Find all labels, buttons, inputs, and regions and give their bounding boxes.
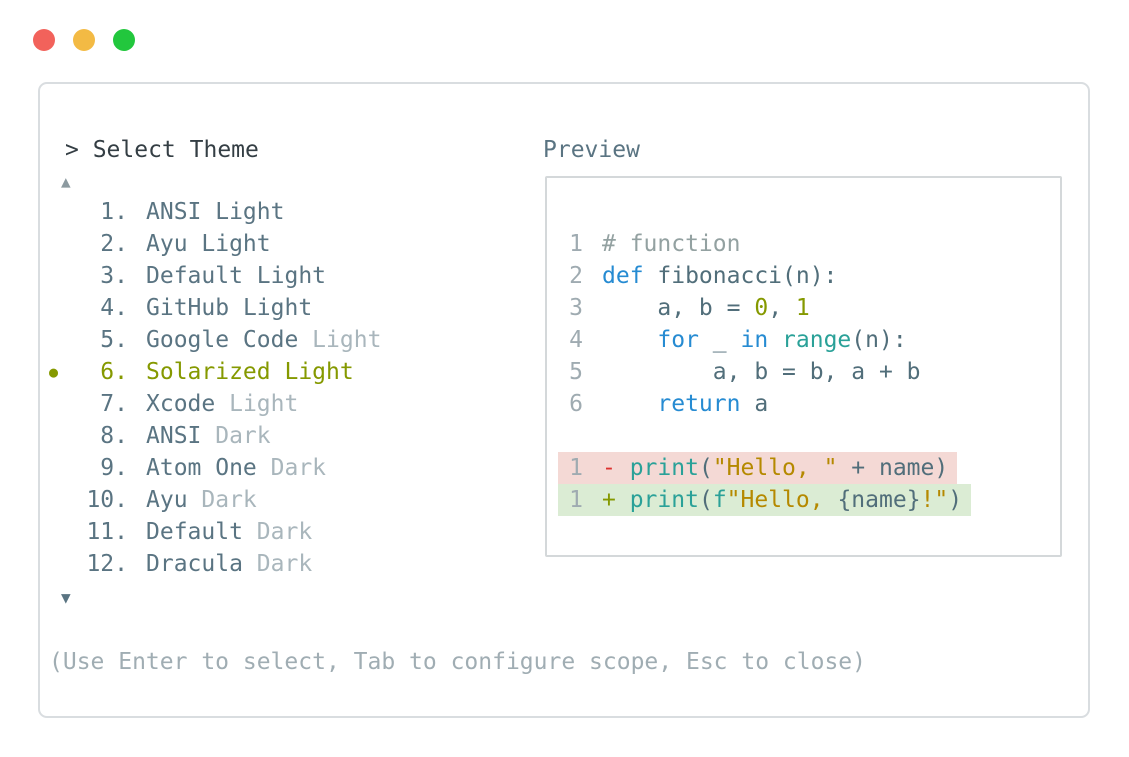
theme-number: 3. xyxy=(100,263,128,289)
app-window: > Select Theme ▲ 1. ANSI Light 2. Ayu Light… xyxy=(0,0,1129,718)
diff-line-removed: 1 - print("Hello, " + name) xyxy=(558,452,1060,484)
theme-name: Ayu Light xyxy=(146,231,271,257)
scroll-up-icon[interactable]: ▲ xyxy=(61,172,71,191)
code-line: 3 a, b = 0, 1 xyxy=(569,292,1060,324)
code-tokens: for _ in range(n): xyxy=(657,327,907,353)
theme-list-item[interactable]: 4. GitHub Light xyxy=(49,292,541,324)
code-line xyxy=(569,420,1060,452)
line-number: 5 xyxy=(569,359,583,385)
code-tokens: def fibonacci(n): xyxy=(602,263,838,289)
picker-title: > Select Theme xyxy=(65,137,259,163)
theme-name: Solarized Light xyxy=(146,359,354,385)
diff-highlight: 1 - print("Hello, " + name) xyxy=(558,452,958,484)
theme-list: 1. ANSI Light 2. Ayu Light 3. Default Light 4.… xyxy=(49,196,541,580)
line-number: 1 xyxy=(569,487,583,513)
close-button[interactable] xyxy=(33,29,55,51)
diff-line-added: 1 + print(f"Hello, {name}!") xyxy=(558,484,1060,516)
code-tokens: # function xyxy=(602,231,741,257)
code-line: 4 for _ in range(n): xyxy=(569,324,1060,356)
theme-number: 5. xyxy=(100,327,128,353)
line-number: 1 xyxy=(569,231,583,257)
theme-name: ANSI Light xyxy=(146,199,285,225)
theme-list-item[interactable]: 2. Ayu Light xyxy=(49,228,541,260)
theme-number: 8. xyxy=(100,423,128,449)
theme-list-column: > Select Theme ▲ 1. ANSI Light 2. Ayu Light… xyxy=(49,136,541,612)
code-preview: 1 # function 2 def fibonacci(n): 3 a, b = 0,… xyxy=(558,228,1060,516)
theme-name: Dracula Dark xyxy=(146,551,313,577)
theme-list-item[interactable]: 1. ANSI Light xyxy=(49,196,541,228)
diff-highlight: 1 + print(f"Hello, {name}!") xyxy=(558,484,972,516)
preview-label: Preview xyxy=(543,137,640,163)
theme-number: 4. xyxy=(100,295,128,321)
theme-number: 12. xyxy=(86,551,128,577)
line-number: 4 xyxy=(569,327,583,353)
code-line: 2 def fibonacci(n): xyxy=(569,260,1060,292)
line-number: 6 xyxy=(569,391,583,417)
code-tokens: a, b = 0, 1 xyxy=(602,295,810,321)
theme-list-item[interactable]: 9. Atom One Dark xyxy=(49,452,541,484)
theme-name: Default Light xyxy=(146,263,327,289)
theme-number: 7. xyxy=(100,391,128,417)
theme-number: 9. xyxy=(100,455,128,481)
code-line: 5 a, b = b, a + b xyxy=(569,356,1060,388)
theme-list-item[interactable]: 3. Default Light xyxy=(49,260,541,292)
theme-list-item[interactable]: 12. Dracula Dark xyxy=(49,548,541,580)
window-controls xyxy=(0,0,1129,51)
theme-number: 11. xyxy=(86,519,128,545)
theme-number: 1. xyxy=(100,199,128,225)
help-text: (Use Enter to select, Tab to configure s… xyxy=(49,649,866,675)
code-line: 1 # function xyxy=(569,228,1060,260)
minimize-button[interactable] xyxy=(73,29,95,51)
line-number: 1 xyxy=(569,455,583,481)
code-tokens: a, b = b, a + b xyxy=(602,359,921,385)
theme-list-item[interactable]: 7. Xcode Light xyxy=(49,388,541,420)
line-number: 2 xyxy=(569,263,583,289)
theme-name: Ayu Dark xyxy=(146,487,257,513)
picker-body: > Select Theme ▲ 1. ANSI Light 2. Ayu Light… xyxy=(49,136,1070,612)
line-number: 3 xyxy=(569,295,583,321)
scroll-down-icon[interactable]: ▼ xyxy=(61,588,71,607)
theme-name: Default Dark xyxy=(146,519,313,545)
theme-number: 6. xyxy=(100,359,128,385)
theme-number: 10. xyxy=(86,487,128,513)
theme-name: Google Code Light xyxy=(146,327,382,353)
theme-list-item[interactable]: ● 6. Solarized Light xyxy=(49,356,541,388)
theme-picker-panel: > Select Theme ▲ 1. ANSI Light 2. Ayu Light… xyxy=(38,82,1090,718)
theme-name: GitHub Light xyxy=(146,295,313,321)
theme-name: Atom One Dark xyxy=(146,455,327,481)
theme-name: ANSI Dark xyxy=(146,423,271,449)
theme-list-item[interactable]: 11. Default Dark xyxy=(49,516,541,548)
preview-box: 1 # function 2 def fibonacci(n): 3 a, b = 0,… xyxy=(545,176,1062,557)
maximize-button[interactable] xyxy=(113,29,135,51)
code-line: 6 return a xyxy=(569,388,1060,420)
code-tokens: return a xyxy=(657,391,769,417)
selected-bullet-icon: ● xyxy=(49,363,59,381)
theme-list-item[interactable]: 10. Ayu Dark xyxy=(49,484,541,516)
theme-list-item[interactable]: 5. Google Code Light xyxy=(49,324,541,356)
code-tokens: + print(f"Hello, {name}!") xyxy=(602,487,963,513)
theme-number: 2. xyxy=(100,231,128,257)
theme-name: Xcode Light xyxy=(146,391,299,417)
code-tokens: - print("Hello, " + name) xyxy=(602,455,949,481)
preview-column: Preview 1 # function 2 def fibonacci(n): 3 a… xyxy=(541,136,1070,612)
theme-list-item[interactable]: 8. ANSI Dark xyxy=(49,420,541,452)
